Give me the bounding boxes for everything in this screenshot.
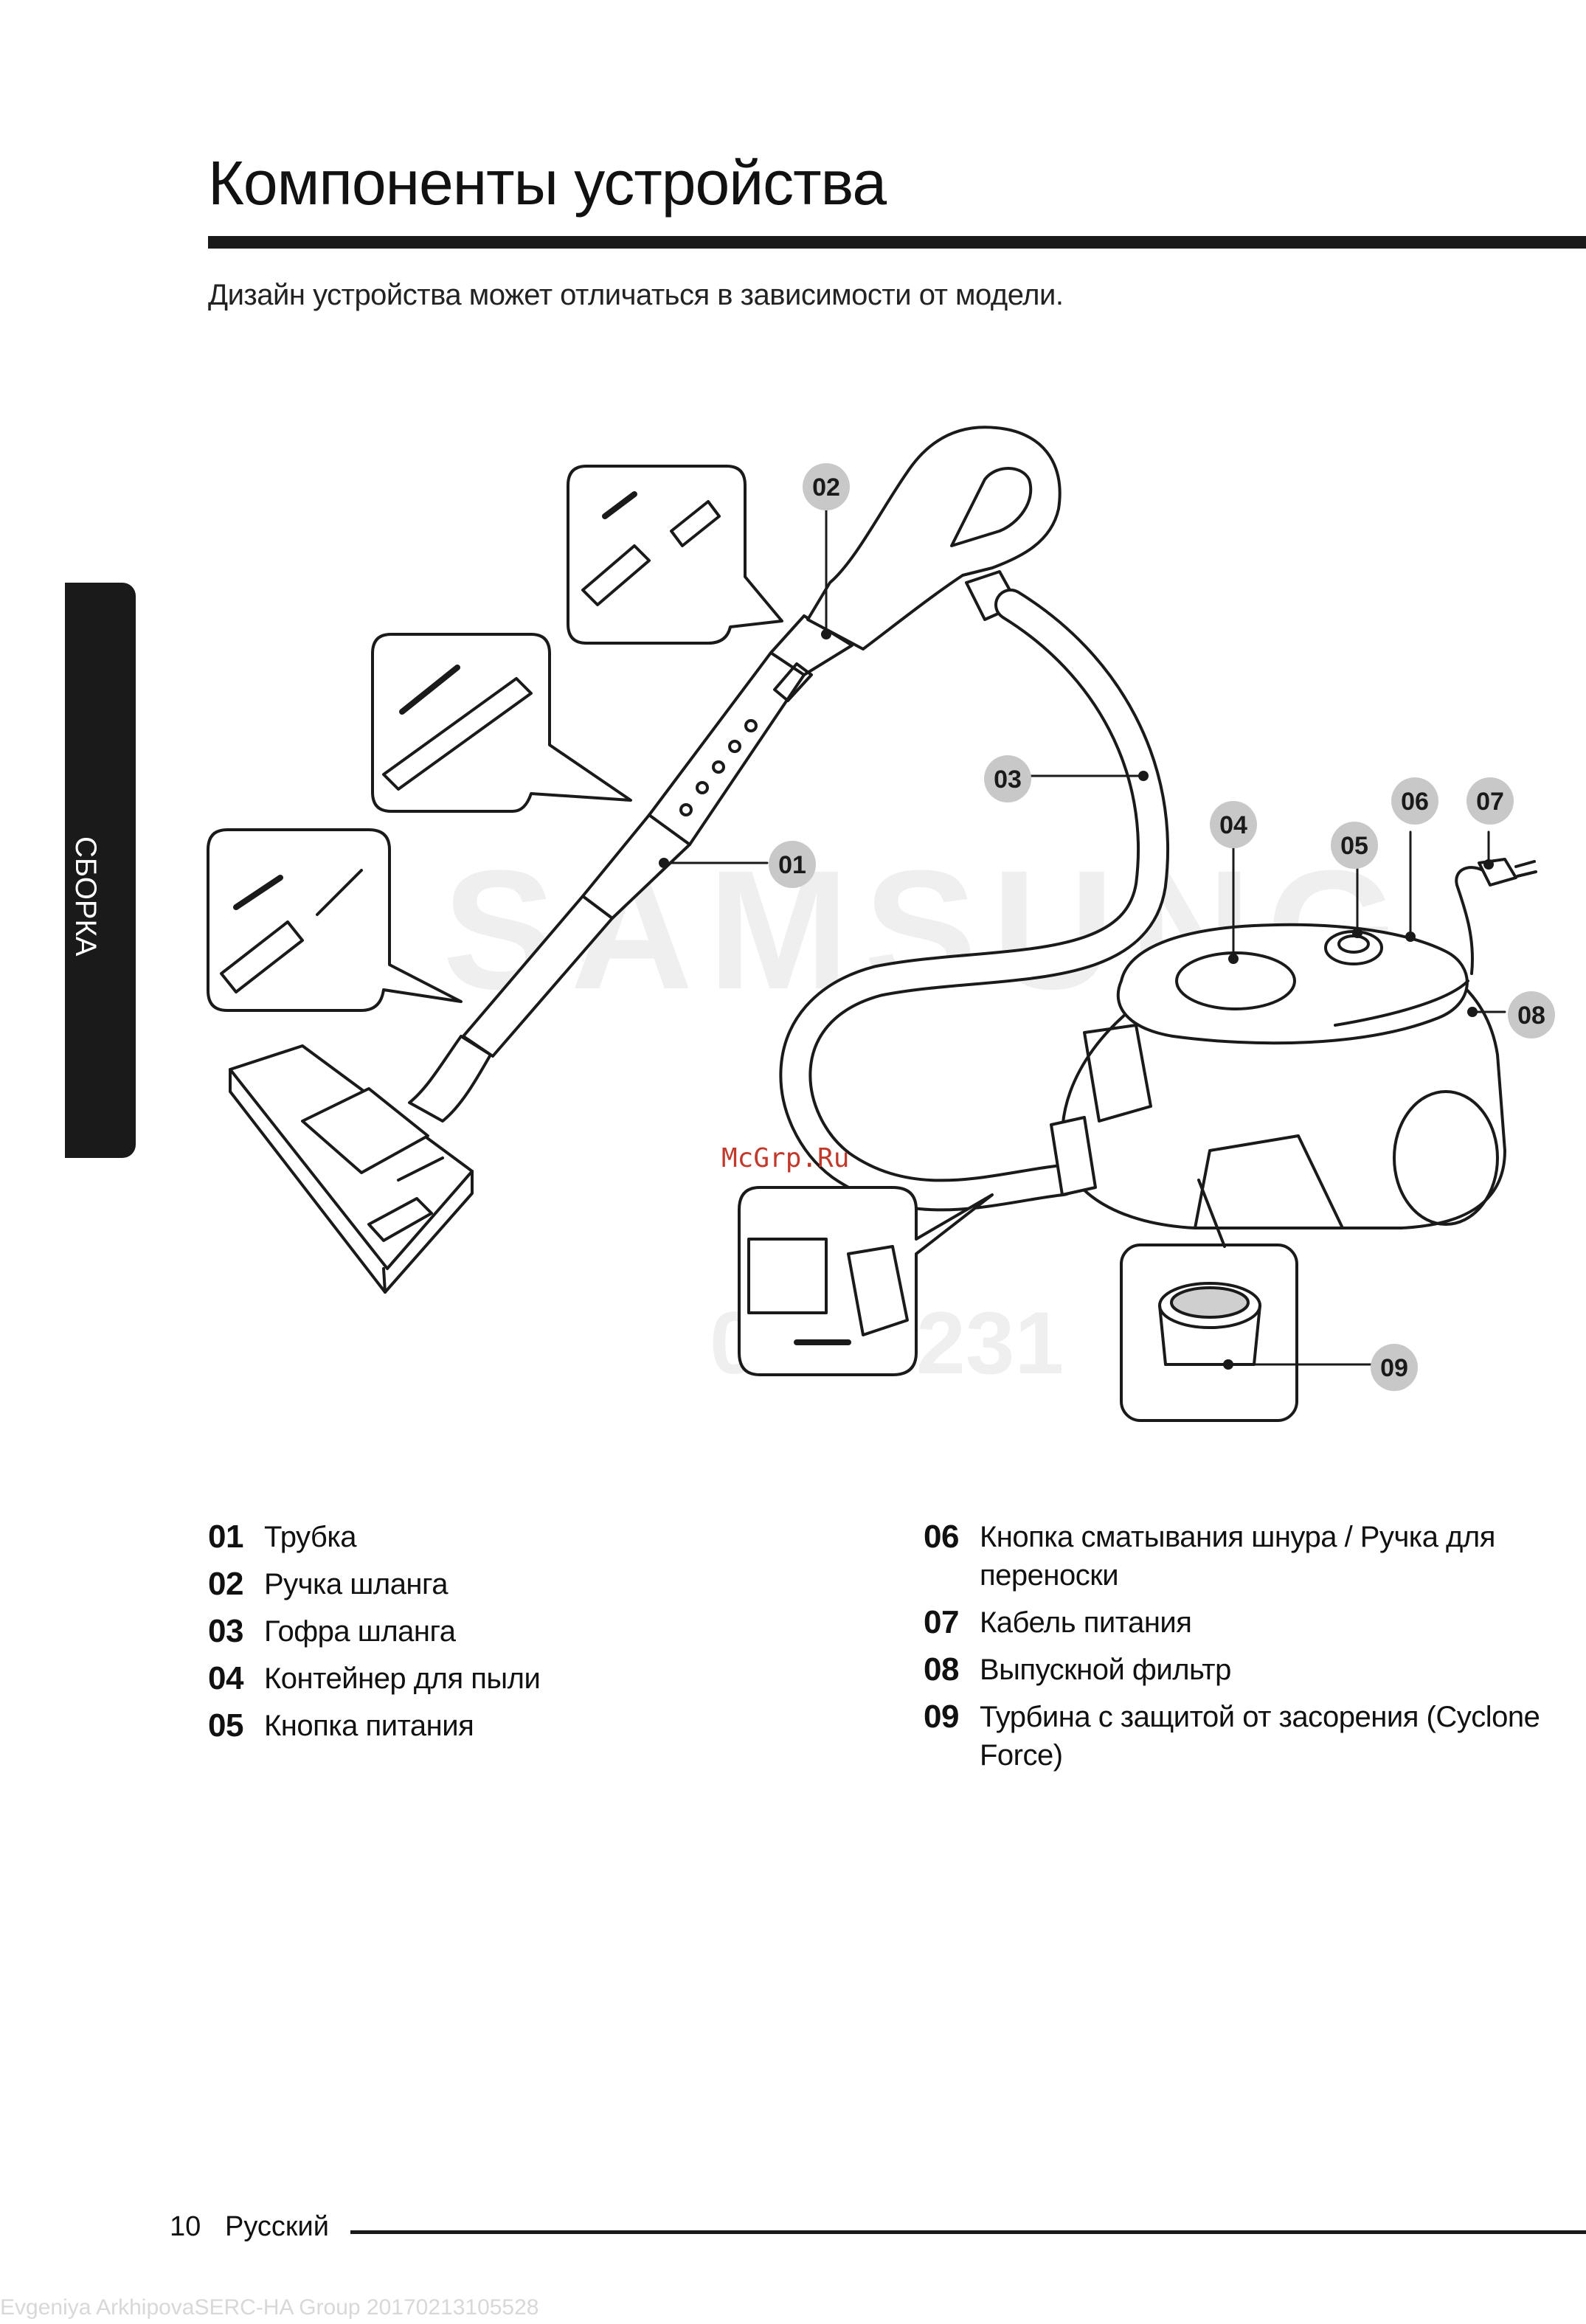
svg-text:03: 03 <box>994 766 1022 794</box>
legend-right-column: 06 Кнопка сматывания шнура / Ручка для п… <box>924 1513 1558 1779</box>
page-number: 10 <box>170 2211 201 2242</box>
legend-item: 05 Кнопка питания <box>208 1702 872 1749</box>
footer-meta: Evgeniya ArkhipovaSERC-HA Group 20170213… <box>0 2295 539 2320</box>
callout-05: 05 <box>1331 822 1378 869</box>
inset-handle-connection <box>567 465 783 645</box>
svg-text:02: 02 <box>812 474 840 502</box>
legend-number: 05 <box>208 1707 243 1744</box>
callout-06: 06 <box>1391 777 1438 825</box>
legend-number: 06 <box>924 1519 959 1555</box>
legend-number: 09 <box>924 1699 959 1735</box>
legend-label: Контейнер для пыли <box>264 1662 541 1695</box>
footer-language: Русский <box>225 2211 329 2242</box>
svg-text:06: 06 <box>1401 788 1429 816</box>
vacuum-diagram: SAMSUNG 0 231 <box>207 426 1555 1422</box>
legend-label: Кабель питания <box>980 1606 1192 1639</box>
callout-02: 02 <box>803 463 850 510</box>
inset-tube-adjust <box>371 633 632 813</box>
legend-item: 04 Контейнер для пыли <box>208 1655 872 1702</box>
page-title: Компоненты устройства <box>208 148 887 218</box>
vacuum-body <box>1050 923 1506 1229</box>
legend-item: 02 Ручка шланга <box>208 1561 872 1608</box>
legend-number: 08 <box>924 1651 959 1687</box>
legend-item: 06 Кнопка сматывания шнура / Ручка для п… <box>924 1513 1558 1599</box>
legend-item: 01 Трубка <box>208 1513 872 1561</box>
legend-label: Трубка <box>264 1521 356 1553</box>
callout-08: 08 <box>1508 991 1555 1038</box>
legend-item: 09 Турбина с защитой от засорения (Cyclo… <box>924 1693 1558 1779</box>
nozzle-neck <box>408 1035 492 1123</box>
inset-nozzle-connection <box>207 828 463 1012</box>
svg-text:08: 08 <box>1517 1002 1545 1030</box>
inset-hose-body-connection <box>738 1186 994 1376</box>
callout-09: 09 <box>1371 1344 1418 1391</box>
legend-number: 04 <box>208 1660 243 1696</box>
legend-label: Кнопка питания <box>264 1710 474 1742</box>
svg-text:01: 01 <box>778 851 806 879</box>
section-tab <box>65 583 136 1158</box>
legend-label: Выпускной фильтр <box>980 1654 1231 1686</box>
callout-07: 07 <box>1466 777 1514 825</box>
callout-03: 03 <box>984 755 1031 802</box>
floor-nozzle <box>229 1044 474 1294</box>
footer-rule <box>350 2230 1586 2234</box>
legend-number: 01 <box>208 1519 243 1555</box>
legend-item: 03 Гофра шланга <box>208 1608 872 1655</box>
svg-text:07: 07 <box>1476 788 1504 816</box>
digits-watermark: 231 <box>916 1294 1064 1392</box>
svg-text:05: 05 <box>1340 832 1368 860</box>
svg-text:09: 09 <box>1380 1354 1408 1382</box>
callout-01: 01 <box>769 841 816 888</box>
legend-number: 07 <box>924 1604 959 1640</box>
inset-cyclone-filter <box>1120 1179 1298 1422</box>
legend-item: 07 Кабель питания <box>924 1599 1558 1646</box>
title-rule <box>208 236 1586 249</box>
legend-label: Турбина с защитой от засорения (Cyclone … <box>980 1701 1540 1772</box>
legend-item: 08 Выпускной фильтр <box>924 1646 1558 1693</box>
svg-text:04: 04 <box>1219 811 1247 839</box>
legend-label: Кнопка сматывания шнура / Ручка для пере… <box>980 1521 1495 1592</box>
power-cable <box>1455 858 1537 975</box>
site-watermark: McGrp.Ru <box>721 1143 850 1173</box>
legend-number: 02 <box>208 1566 243 1602</box>
legend-label: Гофра шланга <box>264 1615 456 1648</box>
page-subtitle: Дизайн устройства может отличаться в зав… <box>208 279 1064 311</box>
callout-04: 04 <box>1210 801 1257 848</box>
telescopic-tube <box>462 614 853 1058</box>
legend-left-column: 01 Трубка 02 Ручка шланга 03 Гофра шланг… <box>208 1513 872 1749</box>
legend-number: 03 <box>208 1613 243 1649</box>
legend-label: Ручка шланга <box>264 1568 448 1600</box>
